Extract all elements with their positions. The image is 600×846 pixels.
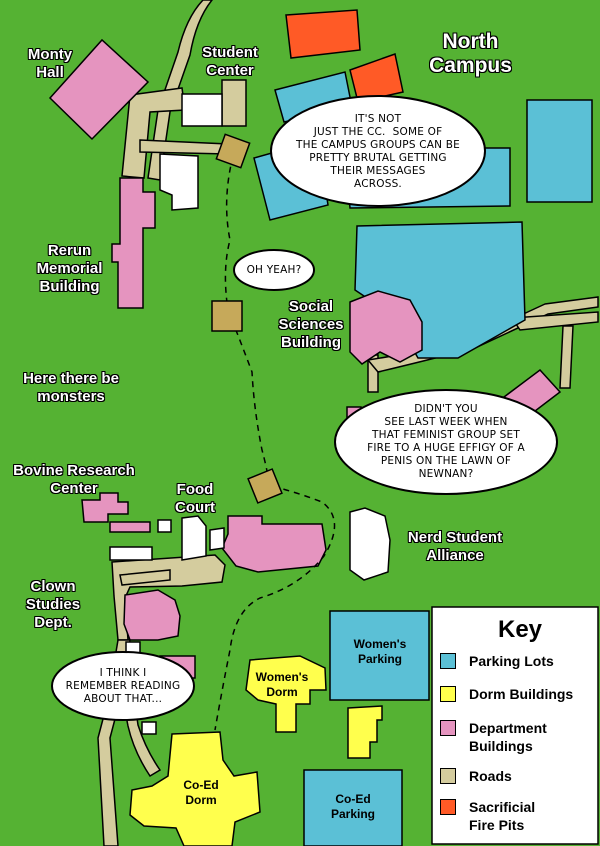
student-center-label: Student Center [202, 44, 258, 79]
dorm-buildings [129, 655, 383, 846]
road-swatch [440, 768, 456, 784]
path-markers [211, 133, 283, 504]
monty-hall-label: Monty Hall [27, 46, 73, 81]
key-item-label: Parking Lots [469, 653, 554, 669]
key-item-label: Roads [469, 768, 512, 784]
key-item-label: Sacrificial Fire Pits [469, 799, 536, 833]
food-court-label: Food Court [175, 481, 215, 516]
nerd-alliance-label: Nerd Student Alliance [407, 529, 503, 564]
speech-bubbles [51, 95, 558, 721]
dorm-swatch [440, 686, 456, 702]
bovine-research-label: Bovine Research Center [13, 462, 135, 497]
roads [97, 0, 599, 846]
north-campus-label: North Campus [429, 30, 512, 77]
department-swatch [440, 720, 456, 736]
clown-studies-label: Clown Studies Dept. [25, 578, 81, 631]
coed-dorm-label: Co-Ed Dorm [183, 778, 219, 807]
monsters-label: Here there be monsters [23, 370, 119, 405]
bubble-reading-text: I THINK I REMEMBER READING ABOUT THAT... [65, 666, 181, 705]
bubble-oh-yeah-text: OH YEAH? [246, 263, 302, 276]
bubble-cc-text: IT'S NOT JUST THE CC. SOME OF THE CAMPUS… [296, 113, 460, 190]
key-item-label: Department Buildings [469, 720, 547, 754]
white-buildings [109, 93, 391, 735]
womens-dorm-label: Women's Dorm [255, 670, 309, 699]
coed-parking-label: Co-Ed Parking [330, 792, 375, 821]
parking-swatch [440, 653, 456, 669]
key-item-label: Dorm Buildings [469, 686, 574, 702]
key-panel [431, 606, 599, 845]
walking-path [214, 155, 336, 731]
fire-pits [285, 9, 404, 103]
fire-pit-swatch [440, 799, 456, 815]
social-sciences-label: Social Sciences Building [278, 298, 344, 351]
bubble-effigy-text: DIDN'T YOU SEE LAST WEEK WHEN THAT FEMIN… [367, 403, 525, 480]
womens-parking-label: Women's Parking [353, 637, 407, 666]
rerun-memorial-label: Rerun Memorial Building [36, 242, 103, 295]
key-title: Key [497, 616, 543, 643]
